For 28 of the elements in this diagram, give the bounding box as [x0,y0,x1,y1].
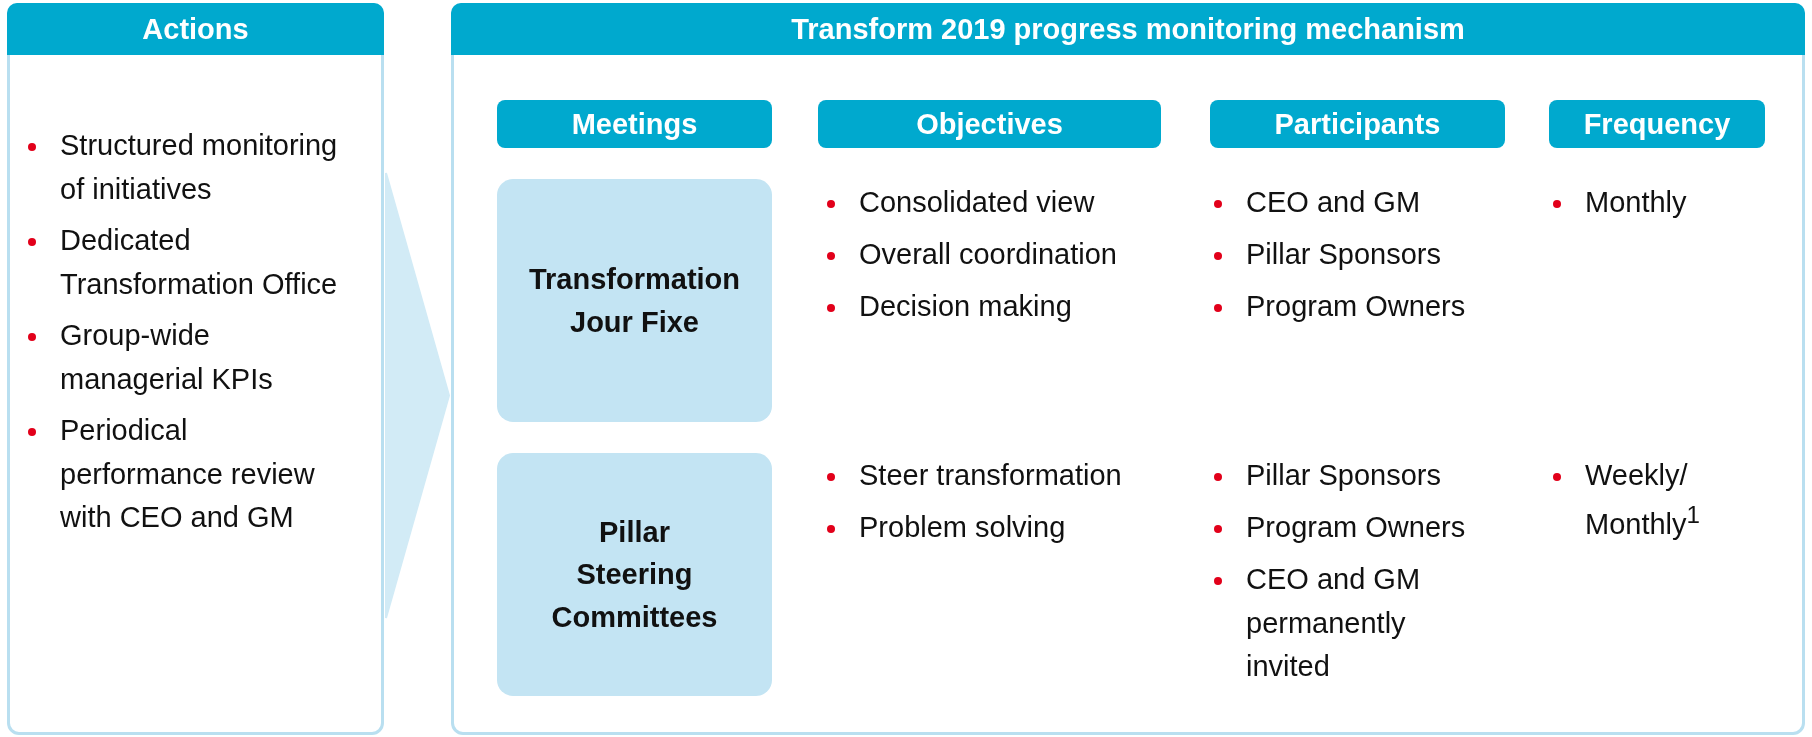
bullet-text: Steer transformation [859,459,1122,491]
bullet-text: Weekly/ Monthly$^{1}$ [1585,459,1700,541]
column-header: Objectives [818,100,1161,148]
bullet-text: Pillar Sponsors [1246,459,1442,491]
column-header: Participants [1210,100,1505,148]
chevron-arrow [385,172,451,619]
bullet-text: Program Owners [1246,290,1466,322]
bullet-text: CEO and GM permanently invited [1246,563,1421,682]
bullet-text: Group-wide managerial KPIs [60,319,273,395]
bullet-text: Program Owners [1246,511,1466,543]
bullet-text: Monthly [1585,186,1687,218]
bullet-text: Consolidated view [859,186,1095,218]
column-header: Frequency [1549,100,1765,148]
bullet-text: Problem solving [859,511,1066,543]
bullet-text: Structured monitoring of initiatives [60,129,338,205]
bullet-text: Overall coordination [859,238,1117,270]
bullet-text: Decision making [859,290,1072,322]
bullet-text: Periodical performance review with CEO and GM [60,414,315,533]
column-header: Meetings [497,100,772,148]
meeting-box: Transformation Jour Fixe [497,179,772,422]
bullet-text: Pillar Sponsors [1246,238,1442,270]
bullet-text: Dedicated Transformation Office [60,224,338,300]
bullet-text: CEO and GM [1246,186,1421,218]
mechanism-panel [451,3,1805,735]
panel-header: Actions [7,3,384,55]
meeting-box: Pillar Steering Committees [497,453,772,696]
panel-header: Transform 2019 progress monitoring mechanism [451,3,1805,55]
actions-panel [7,3,384,735]
